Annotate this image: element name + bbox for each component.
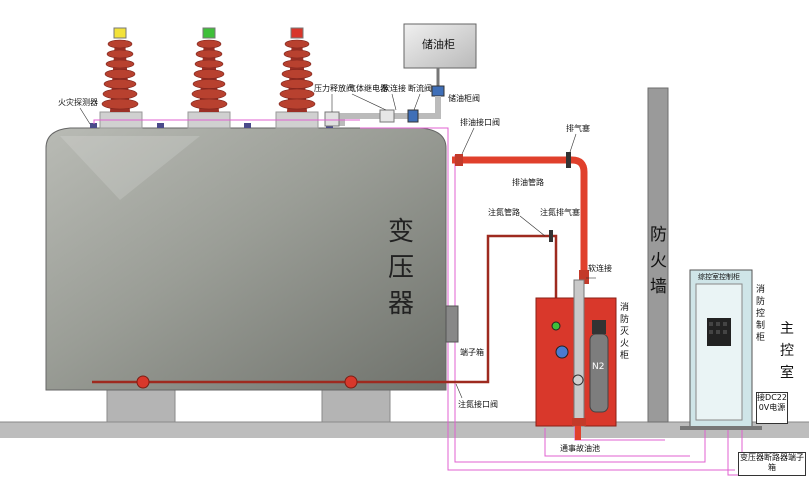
red-cap bbox=[290, 27, 304, 39]
breaker-box: 变压器断路器端子箱 bbox=[738, 452, 806, 476]
tank-valve-icon bbox=[431, 85, 445, 97]
dc-supply-box: 接DC220V电源 bbox=[756, 392, 788, 424]
green-cap bbox=[202, 27, 216, 39]
leader-lines bbox=[79, 93, 596, 399]
label-fire-detector: 火灾探测器 bbox=[58, 98, 98, 107]
transformer-title: 变压器 bbox=[388, 217, 415, 319]
yellow-cap bbox=[113, 27, 127, 39]
extinguisher-title: 消防灭火柜 bbox=[620, 303, 630, 361]
n2-cylinder bbox=[589, 333, 609, 413]
terminal-box bbox=[445, 305, 459, 343]
label-oil-tank: 储油柜 bbox=[422, 38, 455, 51]
label-emergency-pool: 通事故油池 bbox=[560, 444, 600, 453]
pressure-valve-icon bbox=[324, 111, 340, 127]
n2-symbol: N2 bbox=[592, 362, 605, 372]
drain-pipe bbox=[452, 152, 589, 284]
bushing-left bbox=[99, 27, 143, 129]
oil-tank bbox=[403, 23, 477, 69]
bushing-right bbox=[275, 27, 319, 129]
label-soft-joint-top: 软连接 bbox=[382, 84, 406, 93]
firewall-title: 防火墙 bbox=[650, 225, 667, 297]
main-control-title: 主控室 bbox=[780, 321, 794, 381]
label-n2-pipe: 注氮管路 bbox=[488, 208, 520, 217]
label-exhaust: 排气塞 bbox=[566, 124, 590, 133]
label-gas-relay: 气体继电器 bbox=[348, 84, 388, 93]
cutoff-valve-icon bbox=[407, 109, 419, 123]
label-drain-valve: 排油接口阀 bbox=[460, 118, 500, 127]
label-n2-valve: 注氮接口阀 bbox=[458, 400, 498, 409]
label-cutoff-valve: 断流阀 bbox=[408, 84, 432, 93]
label-n2-exhaust: 注氮排气塞 bbox=[540, 208, 580, 217]
label-tank-valve: 储油柜阀 bbox=[448, 94, 480, 103]
fire-wall bbox=[647, 87, 669, 423]
label-terminal-box: 端子箱 bbox=[460, 348, 484, 357]
label-drain-pipe: 排油管路 bbox=[512, 178, 544, 187]
bushing-middle bbox=[187, 27, 231, 129]
fire-control-title: 消防控制柜 bbox=[756, 285, 766, 343]
label-control-cabinet: 综控室控制柜 bbox=[698, 273, 740, 281]
label-pressure-valve: 压力释放阀 bbox=[314, 84, 354, 93]
label-soft-joint: 软连接 bbox=[588, 264, 612, 273]
gas-relay-icon bbox=[379, 109, 395, 123]
